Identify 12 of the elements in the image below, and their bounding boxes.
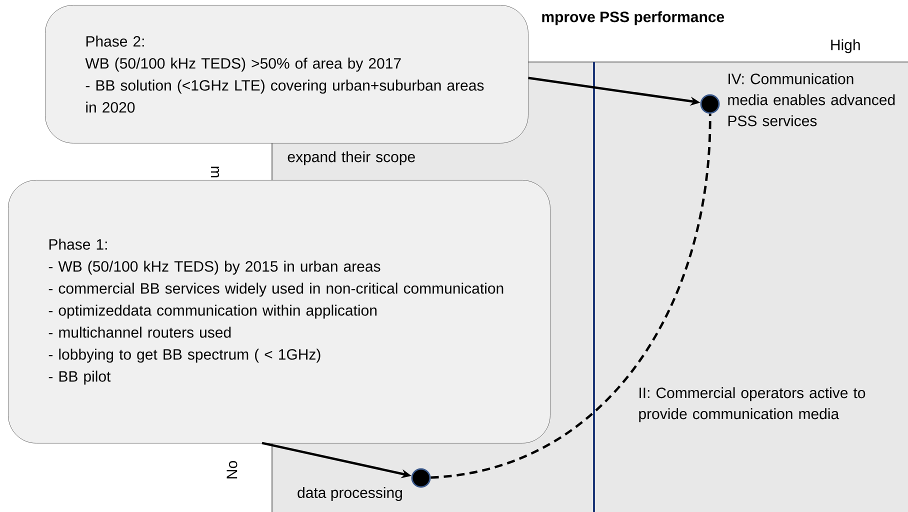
quadrant-label: data processing: [298, 487, 402, 501]
quadrant-label: II: Commercial operators active to provide communication media: [639, 387, 866, 422]
callout-box: Phase 1: - WB (50/100 kHz TEDS) by 2015 in urban areas - commercial BB services widely used in non-critical communication - optimizeddata communication within application - multichannel routers used - lobbying to get BB spectrum ( < 1GHz) - BB pilot: [8, 180, 550, 444]
quadrant-label: expand their scope: [288, 151, 415, 166]
quadrant-label: mprove PSS performance: [542, 11, 724, 26]
milestone-dot: [700, 94, 720, 114]
quadrant-label: IV: Communication media enables advanced PSS services: [728, 73, 895, 126]
milestone-dot: [411, 468, 431, 488]
quadrant-label: High: [831, 39, 860, 54]
quadrant-label: m: [210, 166, 220, 178]
callout-box: Phase 2: WB (50/100 kHz TEDS) >50% of area by 2017 - BB solution (<1GHz LTE) covering urban+suburban areas in 2020: [45, 5, 528, 144]
quadrant-label: No: [226, 461, 238, 478]
